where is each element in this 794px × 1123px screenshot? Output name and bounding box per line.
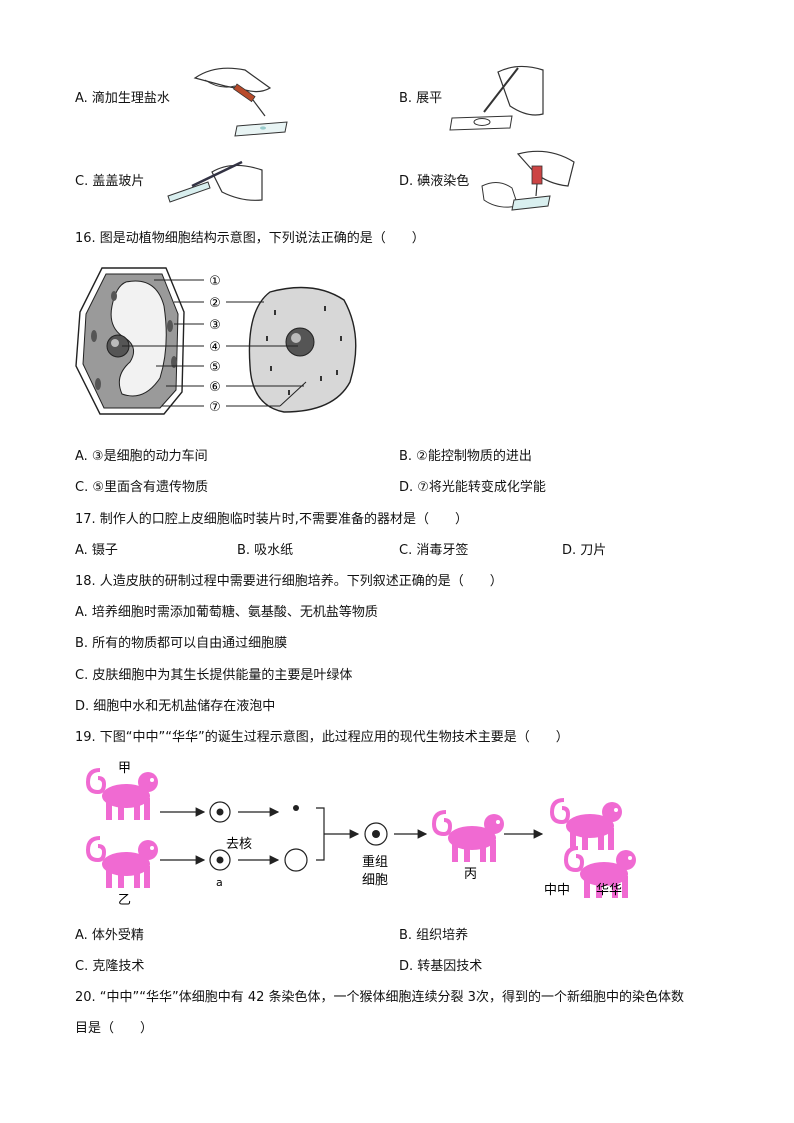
plant-vacuole: [110, 280, 167, 397]
plant-nucleus-highlight: [111, 339, 119, 347]
label-bing: 丙: [464, 867, 477, 882]
monkey-jia: [86, 768, 160, 822]
q19-stem: 19. 下图“中中”“华华”的诞生过程示意图，此过程应用的现代生物技术主要是（ …: [75, 730, 569, 745]
q15-option-a: A. 滴加生理盐水: [75, 91, 170, 106]
monkey-bing: [432, 810, 506, 864]
q15-option-c: C. 盖盖玻片: [75, 174, 145, 189]
q19-option-c: C. 克隆技术: [75, 959, 145, 974]
q18-stem: 18. 人造皮肤的研制过程中需要进行细胞培养。下列叙述正确的是（ ）: [75, 574, 503, 589]
monkey-yi: [86, 836, 160, 890]
q16-option-c: C. ⑤里面含有遗传物质: [75, 480, 208, 495]
q15-d-iodine-illustration: [481, 150, 575, 211]
label-jia: 甲: [118, 761, 131, 776]
label-xi-bao: 细胞: [362, 873, 388, 888]
q15-c-coverslip-illustration: [167, 160, 263, 203]
monkey-zhongzhong: [550, 798, 624, 852]
q19-option-d: D. 转基因技术: [399, 959, 483, 974]
q15-option-d: D. 碘液染色: [399, 174, 470, 189]
q16-stem: 16. 图是动植物细胞结构示意图，下列说法正确的是（ ）: [75, 231, 425, 246]
chloroplast: [171, 356, 177, 368]
animal-nucleus-highlight: [291, 333, 301, 343]
q16-cell-diagram: ① ② ③ ④ ⑤ ⑥ ⑦: [75, 267, 357, 415]
label-1: ①: [209, 274, 221, 289]
q17-option-a: A. 镊子: [75, 543, 118, 558]
q17-stem: 17. 制作人的口腔上皮细胞临时装片时,不需要准备的器材是（ ）: [75, 512, 468, 527]
label-huahua: 华华: [596, 883, 622, 898]
chloroplast: [91, 330, 97, 342]
animal-nucleus: [285, 327, 315, 357]
label-qu-he: 去核: [226, 837, 252, 852]
q17-option-b: B. 吸水纸: [237, 543, 294, 558]
chloroplast: [111, 291, 117, 301]
label-a: a: [216, 876, 223, 889]
q19-option-b: B. 组织培养: [399, 928, 469, 943]
q17-option-c: C. 消毒牙签: [399, 543, 469, 558]
q20-stem-line2: 目是（ ）: [75, 1021, 154, 1036]
q16-option-b: B. ②能控制物质的进出: [399, 449, 532, 464]
q15-a-dropper-illustration: [193, 67, 288, 137]
nucleus-jia: [293, 805, 299, 811]
q20-stem-line1: 20. “中中”“华华”体细胞中有 42 条染色体，一个猴体细胞连续分裂 3次，…: [75, 990, 684, 1005]
label-chong-zu: 重组: [362, 854, 388, 870]
label-7: ⑦: [209, 400, 221, 415]
q15-option-b: B. 展平: [399, 91, 443, 106]
q15-b-needle-illustration: [449, 65, 544, 131]
q17-option-d: D. 刀片: [562, 543, 607, 558]
q19-cloning-diagram: 甲 乙 a 去核 重组 细胞 丙 中中 华华: [86, 761, 638, 906]
q18-option-b: B. 所有的物质都可以自由通过细胞膜: [75, 636, 288, 651]
enucleated-egg: [284, 848, 308, 872]
label-3: ③: [209, 318, 221, 333]
chloroplast: [167, 320, 173, 332]
q16-option-a: A. ③是细胞的动力车间: [75, 449, 208, 464]
q19-option-a: A. 体外受精: [75, 928, 144, 943]
label-5: ⑤: [209, 360, 221, 375]
chloroplast: [95, 378, 101, 390]
label-6: ⑥: [209, 380, 221, 395]
q16-option-d: D. ⑦将光能转变成化学能: [399, 480, 546, 495]
q18-option-c: C. 皮肤细胞中为其生长提供能量的主要是叶绿体: [75, 668, 353, 683]
label-4: ④: [209, 340, 221, 355]
label-2: ②: [209, 296, 221, 311]
label-yi: 乙: [118, 893, 131, 906]
q18-option-a: A. 培养细胞时需添加葡萄糖、氨基酸、无机盐等物质: [75, 605, 378, 620]
label-zhongzhong: 中中: [544, 883, 570, 898]
q18-option-d: D. 细胞中水和无机盐储存在液泡中: [75, 699, 276, 714]
